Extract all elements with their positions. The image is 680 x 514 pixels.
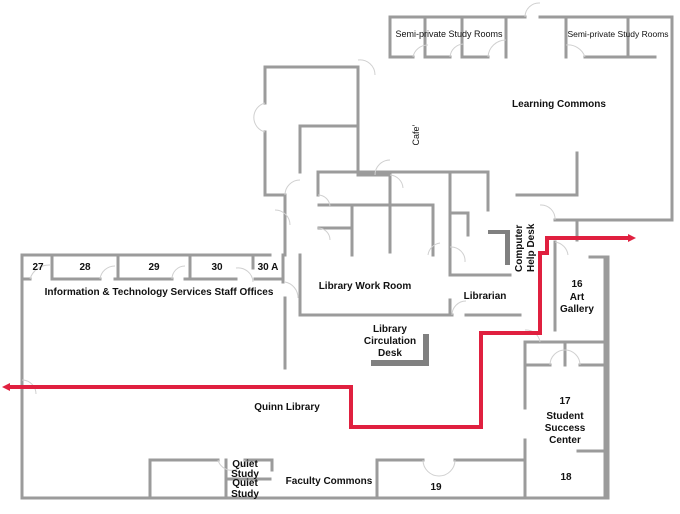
label-circ-library: Library	[373, 324, 407, 335]
label-room-18: 18	[560, 472, 572, 483]
route-path	[2, 234, 636, 429]
label-gallery: Gallery	[560, 304, 594, 315]
doors	[21, 2, 586, 477]
label-quiet-study-2a: Quiet	[232, 478, 258, 489]
label-circ-circulation: Circulation	[364, 336, 416, 347]
label-quiet-study-1b: Study	[231, 469, 259, 480]
label-computer: Computer	[514, 225, 525, 272]
circulation-desk	[371, 334, 429, 366]
label-student: Student	[546, 411, 584, 422]
label-success: Success	[545, 423, 586, 434]
label-quiet-study-1a: Quiet	[232, 459, 258, 470]
label-quiet-study-2b: Study	[231, 489, 259, 500]
label-library-work-room: Library Work Room	[319, 281, 412, 292]
label-semi-private-study-rooms-right: Semi-private Study Rooms	[567, 29, 668, 39]
label-room-30: 30	[211, 262, 223, 273]
label-room-29: 29	[148, 262, 160, 273]
label-room-17: 17	[559, 396, 571, 407]
label-room-16: 16	[571, 279, 583, 290]
label-semi-private-study-rooms-left: Semi-private Study Rooms	[395, 29, 503, 39]
label-faculty-commons: Faculty Commons	[286, 476, 373, 487]
label-cafe: Cafe’	[411, 124, 421, 145]
label-room-30a: 30 A	[258, 262, 279, 273]
label-center: Center	[549, 435, 581, 446]
label-help-desk: Help Desk	[526, 223, 537, 272]
label-learning-commons: Learning Commons	[512, 99, 606, 110]
label-quinn-library: Quinn Library	[254, 402, 320, 413]
label-room-19: 19	[430, 482, 442, 493]
label-art: Art	[570, 292, 585, 303]
label-it-offices: Information & Technology Services Staff …	[45, 287, 274, 298]
label-room-28: 28	[79, 262, 91, 273]
walls	[20, 15, 674, 500]
label-circ-desk: Desk	[378, 348, 402, 359]
label-room-27: 27	[32, 262, 44, 273]
room-labels: Semi-private Study Rooms Semi-private St…	[32, 29, 668, 500]
label-librarian: Librarian	[464, 291, 507, 302]
